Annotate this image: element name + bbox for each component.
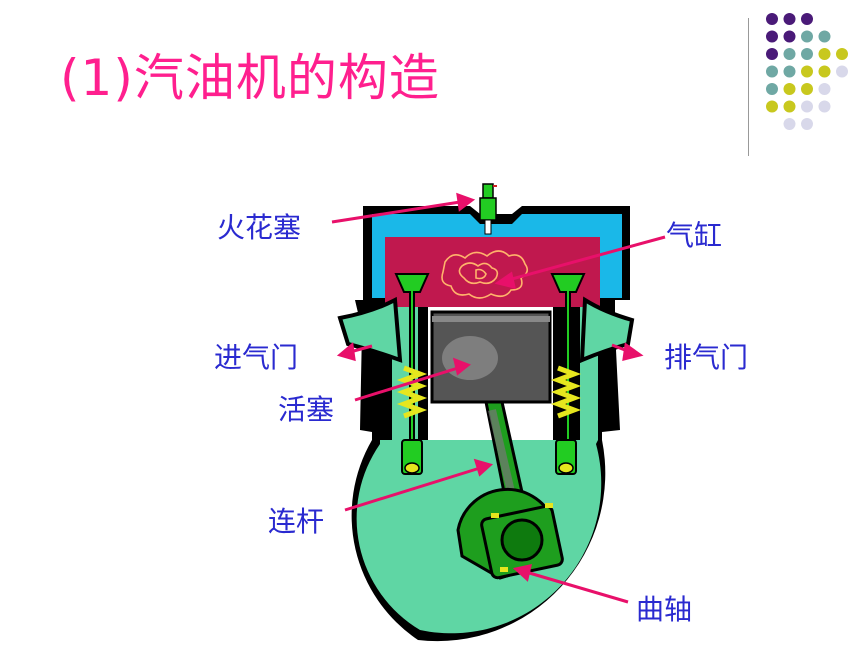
decorative-dot [766,13,778,25]
decorative-dot [766,30,778,43]
decorative-dot [818,83,831,95]
water-jacket [372,214,622,298]
decorative-dot [836,65,848,78]
decorative-dot [801,83,813,95]
decorative-dot [783,65,796,78]
label-crankshaft: 曲轴 [636,593,693,626]
decorative-dot-grid [766,13,848,130]
label-connecting-rod: 连杆 [268,505,325,538]
decorative-dot [801,13,813,25]
decorative-dot [801,118,813,130]
decorative-dot [766,48,778,60]
decorative-dot [783,118,796,130]
exhaust-valve [550,273,586,475]
decorative-dot [783,30,796,43]
decorative-dot [801,30,813,43]
decorative-dot [818,65,831,78]
decorative-dot [818,48,831,60]
label-spark-plug: 火花塞 [217,211,302,244]
label-intake-valve: 进气门 [214,341,299,374]
label-exhaust-valve: 排气门 [664,341,749,374]
spark-plug [479,183,497,235]
decorative-dot [801,48,813,60]
decorative-dot [766,83,778,95]
title-divider [748,18,749,156]
decorative-dot [783,13,796,25]
decorative-dot [766,100,778,113]
piston [430,310,552,404]
decorative-dot [783,100,796,113]
decorative-dot [783,48,796,60]
label-piston: 活塞 [278,393,335,426]
crankshaft [456,487,564,580]
intake-valve [394,273,430,475]
label-cylinder: 气缸 [666,219,723,252]
pointer-arrows [331,192,666,604]
flame-icon [441,250,529,299]
decorative-dot [783,83,796,95]
decorative-dot [818,30,831,43]
intake-port [337,296,403,363]
decorative-dot [801,65,813,78]
decorative-dot [836,48,848,60]
decorative-dot [818,100,831,113]
slide-title: (1)汽油机的构造 [60,49,440,107]
decorative-dot [766,65,778,78]
decorative-dot [801,100,813,113]
